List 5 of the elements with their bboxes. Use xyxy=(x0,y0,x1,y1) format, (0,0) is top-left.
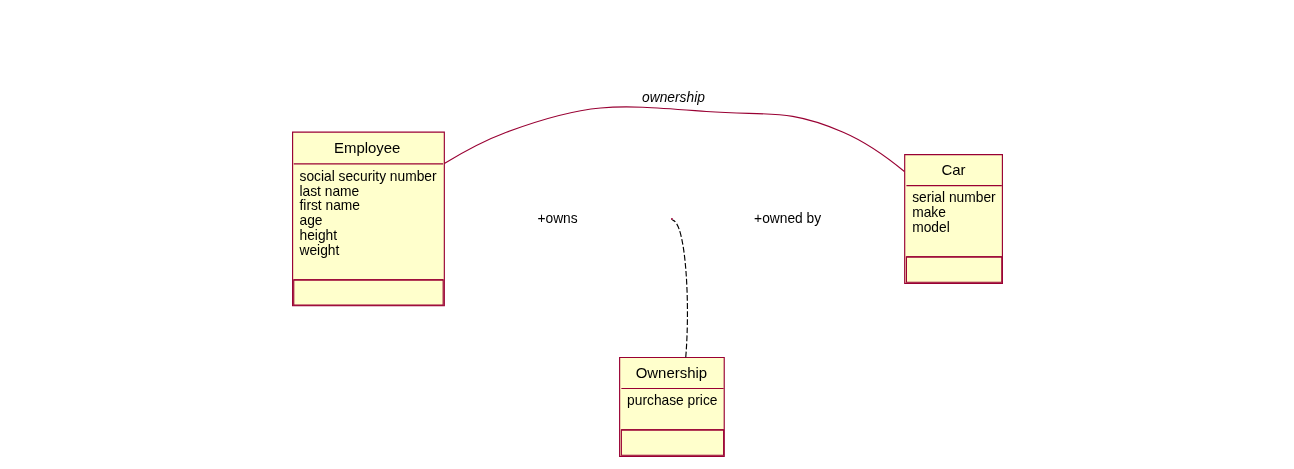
label: +owns xyxy=(536,210,578,226)
connector xyxy=(443,106,905,173)
connector xyxy=(671,219,688,358)
edge-label: ownership xyxy=(641,89,705,105)
label: +owned by xyxy=(753,210,821,226)
